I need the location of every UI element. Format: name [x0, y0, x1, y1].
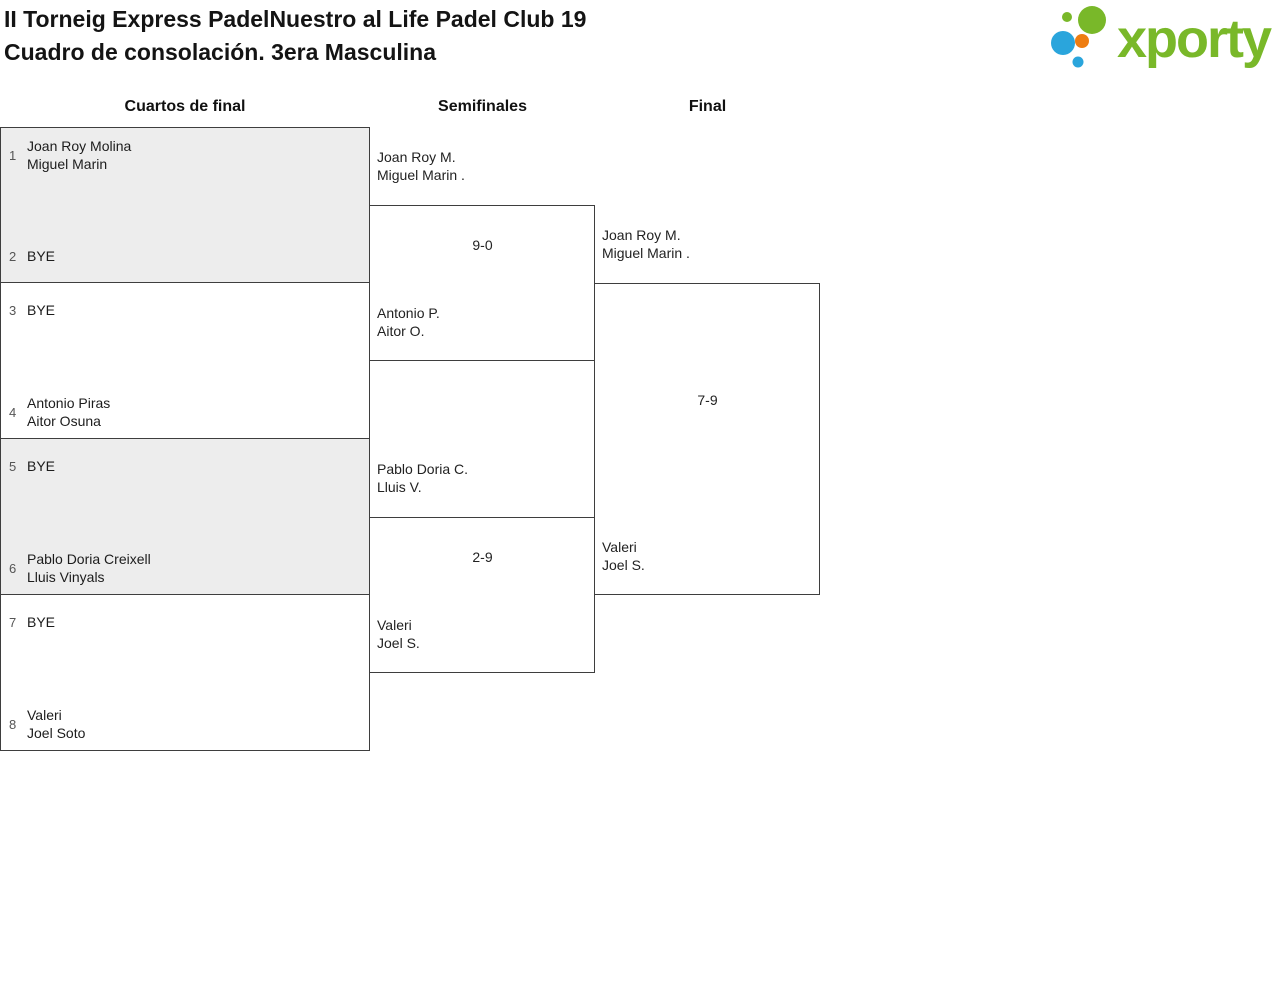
- team-name: Valeri Joel Soto: [27, 706, 85, 742]
- final-bottom-team: Valeri Joel S.: [602, 538, 645, 574]
- team-name-line: Joel S.: [602, 557, 645, 573]
- team-name-line: Lluis Vinyals: [27, 569, 105, 585]
- team-name-line: BYE: [27, 614, 56, 630]
- seed-number: 5: [9, 458, 17, 474]
- team-slot-seed-2: 2 BYE: [1, 238, 369, 274]
- sf2-score: 2-9: [472, 549, 493, 565]
- seed-number: 1: [9, 147, 17, 163]
- team-slot-seed-5: 5 BYE: [1, 448, 369, 484]
- team-name-line: Joan Roy Molina: [27, 138, 132, 154]
- seed-number: 4: [9, 404, 17, 420]
- seed-number: 3: [9, 302, 17, 318]
- team-name-line: Antonio Piras: [27, 395, 111, 411]
- seed-number: 2: [9, 248, 17, 264]
- team-slot-seed-1: 1 Joan Roy Molina Miguel Marin: [1, 137, 369, 173]
- page-title: II Torneig Express PadelNuestro al Life …: [4, 6, 587, 32]
- team-slot-seed-4: 4 Antonio Piras Aitor Osuna: [1, 394, 369, 430]
- sf2-bottom-team: Valeri Joel S.: [377, 616, 420, 652]
- team-name-line: Joel S.: [377, 635, 420, 651]
- seed-number: 6: [9, 560, 17, 576]
- page-subtitle: Cuadro de consolación. 3era Masculina: [4, 39, 437, 65]
- team-name-line: Miguel Marin .: [377, 167, 465, 183]
- sf1-top-team: Joan Roy M. Miguel Marin .: [377, 148, 465, 184]
- team-name-line: Valeri: [377, 617, 412, 633]
- qf-match-2: 3 BYE 4 Antonio Piras Aitor Osuna: [0, 283, 370, 439]
- team-name: Pablo Doria Creixell Lluis Vinyals: [27, 550, 151, 586]
- team-name-line: Antonio P.: [377, 305, 440, 321]
- team-name: Antonio Piras Aitor Osuna: [27, 394, 110, 430]
- qf-match-3: 5 BYE 6 Pablo Doria Creixell Lluis Vinya…: [0, 439, 370, 595]
- team-name: BYE: [27, 292, 55, 328]
- sf2-top-team: Pablo Doria C. Lluis V.: [377, 460, 468, 496]
- team-name-line: Lluis V.: [377, 479, 422, 495]
- team-name-line: Joan Roy M.: [377, 149, 456, 165]
- logo-dot: [1061, 12, 1072, 22]
- sf-match-2: [369, 517, 595, 673]
- sf1-score: 9-0: [472, 237, 493, 253]
- team-name-line: BYE: [27, 458, 56, 474]
- team-name-line: Aitor O.: [377, 323, 425, 339]
- qf-match-4: 7 BYE 8 Valeri Joel Soto: [0, 595, 370, 751]
- team-name: BYE: [27, 238, 55, 274]
- final-top-team: Joan Roy M. Miguel Marin .: [602, 226, 690, 262]
- round-header-quarterfinals: Cuartos de final: [124, 98, 246, 115]
- sf1-bottom-team: Antonio P. Aitor O.: [377, 304, 440, 340]
- team-name-line: Valeri: [27, 707, 62, 723]
- team-slot-seed-7: 7 BYE: [1, 604, 369, 640]
- team-name-line: BYE: [27, 302, 56, 318]
- seed-number: 7: [9, 614, 17, 630]
- team-name-line: Joel Soto: [27, 725, 86, 741]
- xporty-logo-icon: [1050, 6, 1106, 68]
- team-name-line: Aitor Osuna: [27, 413, 101, 429]
- logo-dot: [1077, 6, 1106, 34]
- seed-number: 8: [9, 716, 17, 732]
- final-match: [594, 283, 820, 595]
- team-slot-seed-8: 8 Valeri Joel Soto: [1, 706, 369, 742]
- team-name-line: Miguel Marin .: [602, 245, 690, 261]
- team-name-line: Pablo Doria C.: [377, 461, 469, 477]
- logo-dot: [1050, 31, 1075, 55]
- team-name: BYE: [27, 604, 55, 640]
- team-name-line: BYE: [27, 248, 56, 264]
- team-name-line: Pablo Doria Creixell: [27, 551, 151, 567]
- team-slot-seed-6: 6 Pablo Doria Creixell Lluis Vinyals: [1, 550, 369, 586]
- team-name: Joan Roy Molina Miguel Marin: [27, 137, 131, 173]
- qf-match-1: 1 Joan Roy Molina Miguel Marin 2 BYE: [0, 127, 370, 283]
- round-header-semifinals: Semifinales: [438, 98, 527, 115]
- xporty-logo-text: xporty: [1116, 9, 1272, 69]
- team-name: BYE: [27, 448, 55, 484]
- round-header-final: Final: [688, 98, 727, 115]
- logo-dot: [1072, 56, 1084, 68]
- xporty-logo[interactable]: xporty: [1050, 4, 1272, 74]
- team-name-line: Valeri: [602, 539, 637, 555]
- logo-dot: [1074, 34, 1089, 48]
- team-slot-seed-3: 3 BYE: [1, 292, 369, 328]
- final-score: 7-9: [697, 392, 718, 408]
- team-name-line: Miguel Marin: [27, 156, 108, 172]
- team-name-line: Joan Roy M.: [602, 227, 681, 243]
